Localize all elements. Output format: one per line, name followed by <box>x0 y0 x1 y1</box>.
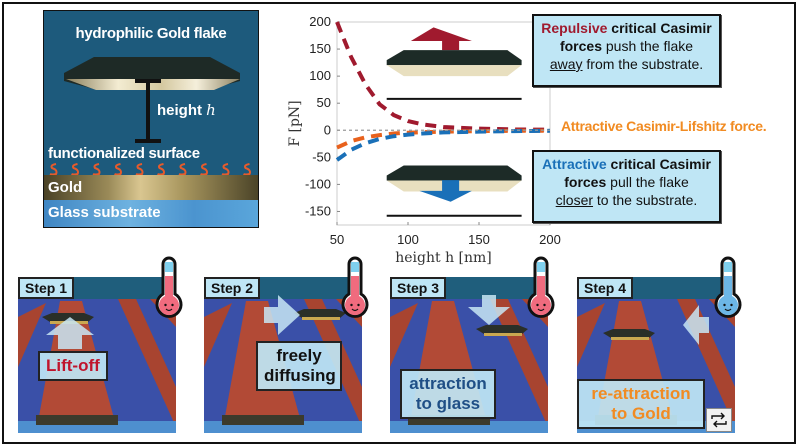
attractive-word: Attractive <box>542 156 607 172</box>
y-axis-label: F [pN] <box>287 100 303 146</box>
repeat-icon[interactable] <box>706 408 732 432</box>
callout-text: from the substrate. <box>582 56 704 72</box>
y-tick-label: 0 <box>324 122 331 137</box>
y-tick-label: -150 <box>305 203 331 218</box>
plot-illustrations <box>386 27 522 217</box>
x-tick-label: 200 <box>539 232 561 247</box>
callout-text: critical Casimir <box>607 20 712 36</box>
step-badge: Step 2 <box>204 277 261 299</box>
step-badge: Step 1 <box>18 277 75 299</box>
flake-edge <box>302 317 340 320</box>
lifshitz-label: Attractive Casimir-Lifshitz force. <box>561 118 767 134</box>
closer-word: closer <box>555 192 594 208</box>
step-badge: Step 4 <box>577 277 634 299</box>
x-axis-label: height h [nm] <box>395 250 492 266</box>
callout-text: forces <box>559 38 602 54</box>
schematic-panel: hydrophilic Gold flake height h function… <box>43 10 259 228</box>
step-panel-2: Step 2 freely diffusing <box>204 277 362 433</box>
chart-svg: 200 150 100 50 0 -50 -100 -150 50 100 150 200 height… <box>287 14 561 266</box>
ligand-icon <box>157 163 165 176</box>
flake-and-arrow <box>468 295 528 336</box>
glass-label: Glass substrate <box>48 204 161 221</box>
up-arrow-icon <box>410 27 472 51</box>
flake-icon <box>294 309 346 318</box>
repulsive-word: Repulsive <box>541 20 608 36</box>
callout-text: forces <box>564 174 607 190</box>
surface-ligands <box>49 163 251 176</box>
ligand-icon <box>92 163 101 176</box>
flake-icon <box>603 329 655 338</box>
cold-thermometer-icon <box>714 256 742 318</box>
hot-thermometer-icon <box>527 256 555 318</box>
step-label: freely diffusing <box>256 341 342 391</box>
ligand-icon <box>221 163 230 176</box>
down-arrow-icon <box>419 180 472 202</box>
figure-frame <box>2 2 796 444</box>
y-tick-label: 150 <box>309 41 331 56</box>
gold-layer: Gold <box>44 175 258 200</box>
step-label: Lift-off <box>38 351 108 381</box>
gold-flake <box>64 57 240 90</box>
ligand-icon <box>49 163 58 176</box>
away-word: away <box>549 56 583 72</box>
right-arrow-icon <box>264 295 300 335</box>
callout-text: to the substrate. <box>593 192 698 208</box>
ligand-icon <box>114 163 122 176</box>
y-tick-label: 100 <box>309 68 331 83</box>
ligand-icon <box>178 163 187 176</box>
ligand-icon <box>135 163 144 176</box>
flake-and-arrow <box>42 313 94 349</box>
x-tick-label: 150 <box>468 232 490 247</box>
repulsive-callout: Repulsive critical Casimir forces push t… <box>532 14 721 87</box>
x-tick-label: 50 <box>330 232 344 247</box>
flake-icon <box>42 313 94 322</box>
step-label: attraction to glass <box>400 369 496 419</box>
force-chart: 200 150 100 50 0 -50 -100 -150 50 100 150 200 height… <box>285 0 575 270</box>
hot-thermometer-icon <box>341 256 369 318</box>
x-tick-label: 100 <box>397 232 419 247</box>
flake-and-arrow <box>264 295 346 335</box>
flake-edge <box>484 333 522 336</box>
flake-icon <box>386 50 522 66</box>
functionalized-surface-label: functionalized surface <box>48 145 200 162</box>
ligand-icon <box>200 163 208 176</box>
height-indicator <box>135 79 161 143</box>
step-panel-4: Step 4 re-attraction to Gold <box>577 277 735 433</box>
glass-layer: Glass substrate <box>44 200 258 227</box>
series-repulsive-critical-casimir <box>335 21 551 132</box>
step-badge: Step 3 <box>390 277 447 299</box>
step-label: re-attraction to Gold <box>577 379 705 429</box>
hot-thermometer-icon <box>155 256 183 318</box>
ligand-icon <box>71 163 79 176</box>
left-arrow-icon <box>683 305 709 345</box>
gold-label: Gold <box>48 179 83 196</box>
series-attractive-critical-casimir <box>335 128 551 162</box>
flake-edge <box>611 337 649 340</box>
flake-title: hydrophilic Gold flake <box>75 25 227 42</box>
height-label: height h <box>157 101 216 119</box>
y-tick-label: 50 <box>317 95 331 110</box>
step-panel-1: Step 1 Lift-off <box>18 277 176 433</box>
down-arrow-icon <box>468 295 510 325</box>
y-tick-label: 200 <box>309 14 331 29</box>
up-arrow-icon <box>46 317 94 349</box>
attractive-callout: Attractive critical Casimir forces pull … <box>532 150 721 223</box>
y-tick-label: -100 <box>305 176 331 191</box>
plot-area <box>336 21 551 226</box>
step-panel-3: Step 3 attraction to glass <box>390 277 548 433</box>
ligand-icon <box>243 163 251 176</box>
flake-icon <box>386 165 522 181</box>
flake-face <box>386 65 522 77</box>
y-tick-label: -50 <box>312 149 331 164</box>
flake-and-arrow <box>603 305 709 345</box>
callout-text: critical Casimir <box>606 156 711 172</box>
flake-icon <box>476 325 528 334</box>
callout-text: push the flake <box>601 38 694 54</box>
callout-text: pull the flake <box>606 174 689 190</box>
